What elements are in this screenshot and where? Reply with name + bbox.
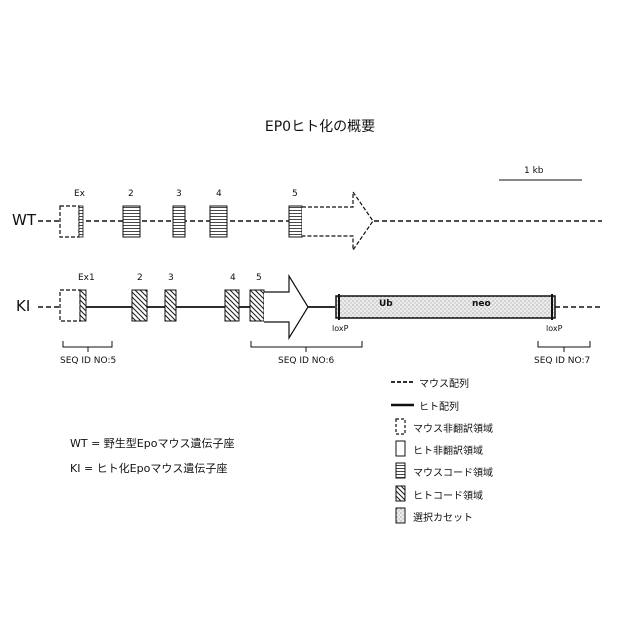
ki-exon-label: 5: [256, 273, 262, 283]
legend-cassette-symbol: [396, 508, 405, 523]
legend-label-mouse-seq: マウス配列: [419, 375, 469, 390]
note-wt: WT = 野生型Epoマウス遺伝子座: [70, 435, 234, 451]
legend-human-cds-symbol: [396, 486, 405, 501]
wt-exon-label: 2: [128, 189, 134, 199]
legend-label-cassette: 選択カセット: [413, 509, 473, 524]
wt-exon-5-utr-arrow: [302, 192, 373, 250]
seq-id-6-label: SEQ ID NO:6: [278, 356, 334, 366]
selection-cassette: [336, 296, 555, 318]
ki-exon-label: 2: [137, 273, 143, 283]
note-ki: KI = ヒト化Epoマウス遺伝子座: [70, 460, 227, 476]
cassette-ub-label: Ub: [379, 299, 393, 309]
row-label-ki: KI: [16, 297, 30, 315]
ki-exon-label: Ex1: [78, 273, 95, 283]
wt-exon-label: 3: [176, 189, 182, 199]
wt-ex1-utr: [60, 206, 79, 237]
legend-label-human-utr: ヒト非翻訳領域: [413, 442, 483, 457]
legend-label-human-cds: ヒトコード領域: [413, 487, 483, 502]
wt-exon-label: 4: [216, 189, 222, 199]
ki-exon-3: [165, 290, 176, 321]
legend-label-mouse-utr: マウス非翻訳領域: [413, 420, 493, 435]
seq-id-7-bracket: [538, 341, 590, 352]
legend-mouse-utr-symbol: [396, 419, 405, 434]
scale-label: 1 kb: [524, 166, 544, 176]
row-label-wt: WT: [12, 211, 36, 229]
wt-exon-5-coding: [289, 206, 302, 237]
loxp-label-left: loxP: [332, 324, 348, 333]
ki-exon-2: [132, 290, 147, 321]
ki-exon-4: [225, 290, 239, 321]
ki-exon-label: 3: [168, 273, 174, 283]
ki-exon-5-utr-arrow: [264, 276, 308, 338]
wt-exon-label: Ex: [74, 189, 85, 199]
cassette-neo-label: neo: [472, 299, 491, 309]
wt-exon-3: [173, 206, 185, 237]
ki-ex1-utr: [60, 290, 80, 321]
legend-mouse-cds-symbol: [396, 463, 405, 478]
wt-locus: [38, 192, 602, 250]
seq-id-6-bracket: [251, 341, 362, 352]
wt-exon-2: [123, 206, 140, 237]
legend-human-utr-symbol: [396, 441, 405, 456]
wt-exon-label: 5: [292, 189, 298, 199]
legend-symbols: [391, 382, 414, 523]
wt-ex1-coding: [79, 206, 83, 237]
wt-exon-4: [210, 206, 227, 237]
seq-id-5-bracket: [63, 341, 112, 352]
diagram-title: EP0ヒト化の概要: [0, 116, 640, 136]
legend-label-human-seq: ヒト配列: [419, 398, 459, 413]
seq-id-7-label: SEQ ID NO:7: [534, 356, 590, 366]
ki-locus: [38, 276, 602, 338]
ki-exon-5-coding: [250, 290, 264, 321]
ki-ex1-coding: [80, 290, 86, 321]
legend-label-mouse-cds: マウスコード領域: [413, 464, 493, 479]
loxp-label-right: loxP: [546, 324, 562, 333]
ki-exon-label: 4: [230, 273, 236, 283]
seq-id-5-label: SEQ ID NO:5: [60, 356, 116, 366]
